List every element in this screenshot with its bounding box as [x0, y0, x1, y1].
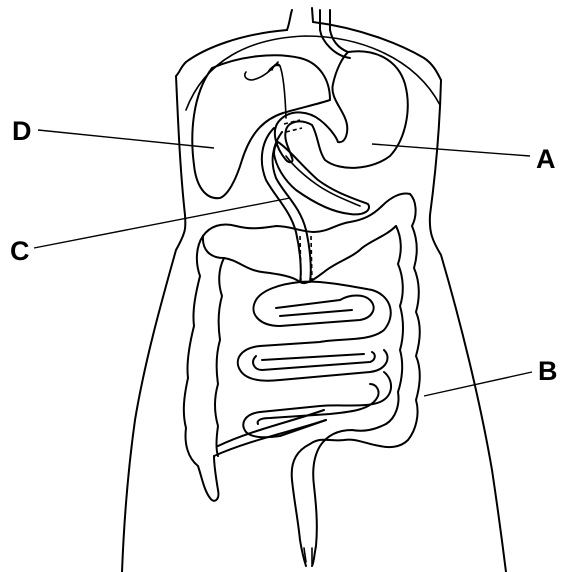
label-d: D	[12, 118, 32, 145]
leader-line-a	[372, 144, 530, 156]
leader-line-b	[424, 372, 532, 396]
leader-line-c	[34, 198, 290, 248]
leader-line-d	[38, 130, 214, 148]
label-c: C	[10, 238, 30, 265]
label-b: B	[538, 358, 558, 385]
label-a: A	[536, 146, 556, 173]
